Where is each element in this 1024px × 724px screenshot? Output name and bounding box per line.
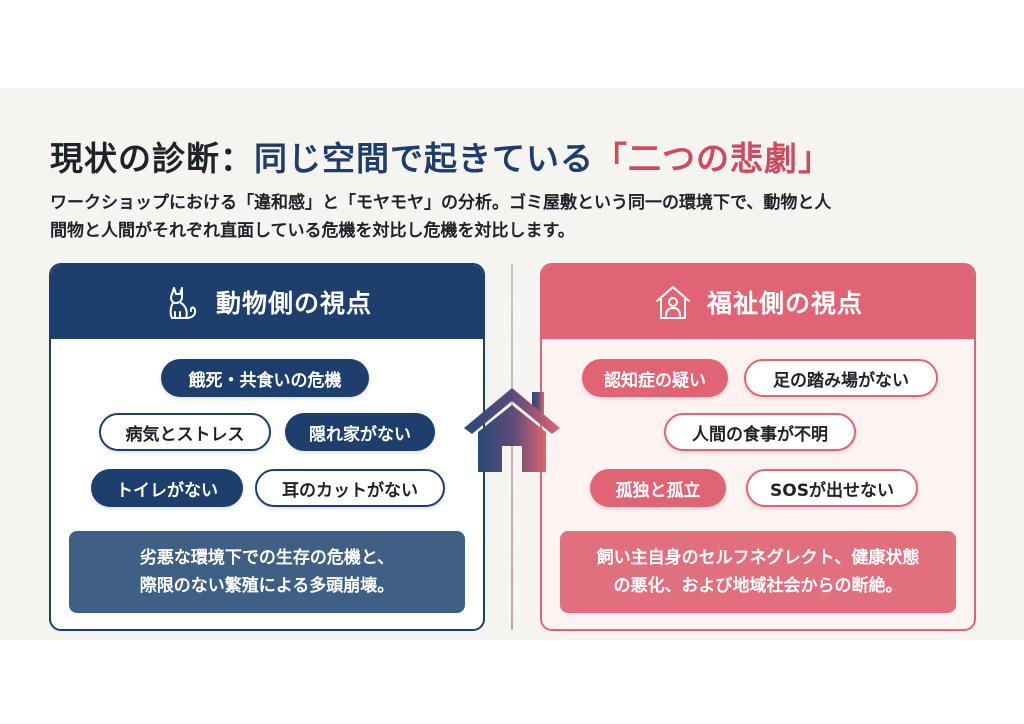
house-icon	[464, 388, 560, 472]
welfare-item-isolation: 孤独と孤立	[590, 469, 726, 507]
welfare-item-cannot-sos: SOSが出せない	[746, 469, 918, 507]
animal-item-no-ear-cut: 耳のカットがない	[255, 469, 445, 507]
cat-icon	[162, 282, 202, 322]
animal-summary-line-2: 際限のない繁殖による多頭崩壊。	[139, 576, 395, 596]
welfare-item-dementia: 認知症の疑い	[582, 359, 728, 397]
center-divider	[511, 264, 513, 630]
animal-perspective-panel: 動物側の視点 餓死・共食いの危機 病気とストレス 隠れ家がない トイレがない 耳…	[49, 263, 485, 631]
title-part-1: 現状の診断：	[50, 139, 254, 178]
slide: 現状の診断：同じ空間で起きている「二つの悲劇」 ワークショップにおける「違和感」…	[0, 88, 1024, 640]
subtitle: ワークショップにおける「違和感」と「モヤモヤ」の分析。ゴミ屋敷という同一の環境下…	[50, 189, 990, 245]
title-part-3: 「二つの悲劇」	[594, 139, 832, 178]
subtitle-line-2: 間物と人間がそれぞれ直面している危機を対比し危機を対比します。	[50, 221, 575, 241]
animal-summary: 劣悪な環境下での生存の危機と、 際限のない繁殖による多頭崩壊。	[69, 531, 465, 613]
animal-panel-header: 動物側の視点	[51, 265, 483, 339]
animal-item-starvation: 餓死・共食いの危機	[161, 359, 369, 397]
animal-item-no-hiding: 隠れ家がない	[285, 413, 435, 451]
animal-item-disease-stress: 病気とストレス	[99, 413, 271, 451]
welfare-panel-title: 福祉側の視点	[706, 289, 863, 318]
animal-item-no-toilet: トイレがない	[91, 469, 243, 507]
welfare-item-no-floor-space: 足の踏み場がない	[744, 359, 938, 397]
animal-panel-title: 動物側の視点	[215, 289, 372, 318]
subtitle-line-1: ワークショップにおける「違和感」と「モヤモヤ」の分析。ゴミ屋敷という同一の環境下…	[50, 193, 832, 213]
welfare-item-human-meals-unknown: 人間の食事が不明	[664, 413, 856, 451]
welfare-summary-line-1: 飼い主自身のセルフネグレクト、健康状態	[596, 548, 920, 568]
welfare-panel-header: 福祉側の視点	[542, 265, 974, 339]
welfare-summary: 飼い主自身のセルフネグレクト、健康状態 の悪化、および地域社会からの断絶。	[560, 531, 956, 613]
page-title: 現状の診断：同じ空間で起きている「二つの悲劇」	[50, 132, 832, 180]
welfare-summary-line-2: の悪化、および地域社会からの断絶。	[613, 576, 903, 596]
person-house-icon	[653, 282, 693, 322]
animal-summary-line-1: 劣悪な環境下での生存の危機と、	[139, 548, 395, 568]
welfare-perspective-panel: 福祉側の視点 認知症の疑い 足の踏み場がない 人間の食事が不明 孤独と孤立 SO…	[540, 263, 976, 631]
title-part-2: 同じ空間で起きている	[254, 139, 594, 178]
